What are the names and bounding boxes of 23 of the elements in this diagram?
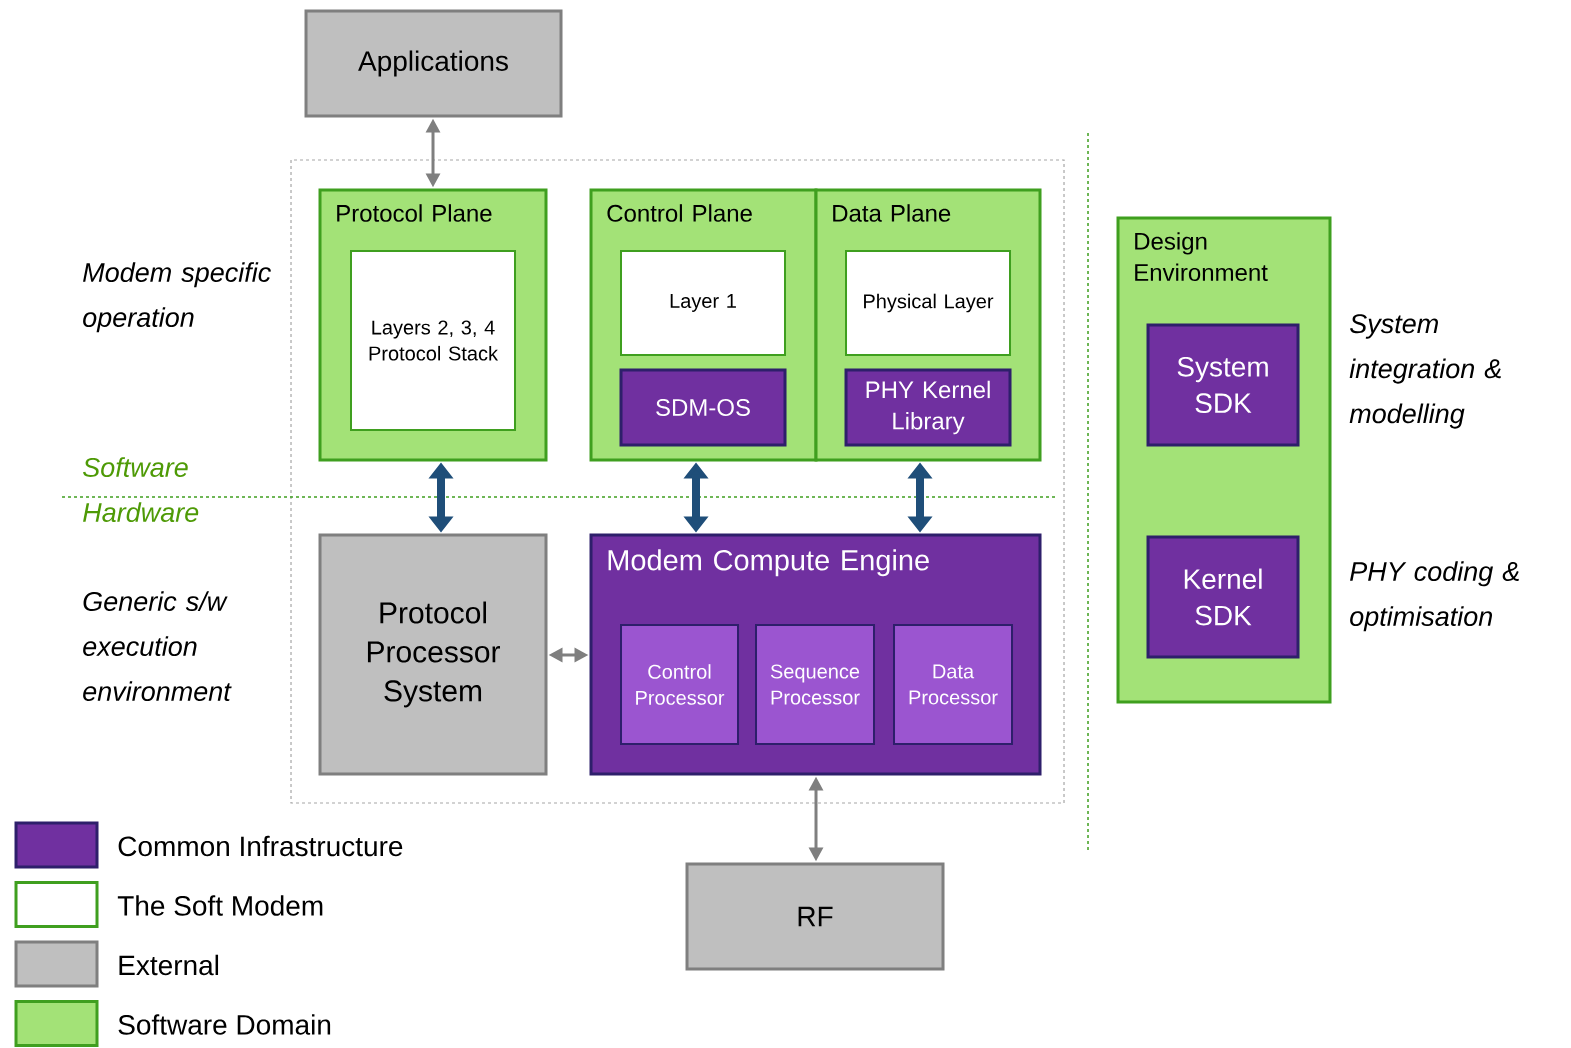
infrastructure-box: PHY Kernel Library — [844, 368, 1012, 447]
processor-box: Sequence Processor — [755, 624, 875, 745]
legend-label: The Soft Modem — [117, 895, 323, 916]
external-box: Protocol Processor System — [318, 533, 548, 776]
layer-box: Physical Layer — [845, 250, 1011, 356]
sdk-box: System SDK — [1146, 323, 1300, 447]
domain-label: Hardware — [83, 502, 199, 523]
side-note: PHY coding & optimisation — [1350, 561, 1519, 632]
external-box: RF — [685, 862, 945, 971]
processor-box: Control Processor — [620, 624, 739, 745]
layer-box: Layers 2, 3, 4 Protocol Stack — [350, 250, 516, 431]
side-note: System integration & modelling — [1349, 314, 1501, 429]
legend-label: Common Infrastructure — [118, 835, 403, 857]
domain-label: Software — [83, 457, 188, 478]
processor-box: Data Processor — [893, 624, 1013, 745]
sdk-box: Kernel SDK — [1146, 535, 1300, 659]
legend-label: External — [119, 954, 219, 976]
layer-box: Layer 1 — [620, 250, 786, 356]
external-box: Applications — [304, 9, 563, 118]
side-note: Generic s/w execution environment — [83, 591, 232, 702]
side-note: Modem specific operation — [83, 262, 271, 333]
infrastructure-box: SDM-OS — [619, 368, 787, 447]
legend-label: Software Domain — [118, 1014, 331, 1035]
